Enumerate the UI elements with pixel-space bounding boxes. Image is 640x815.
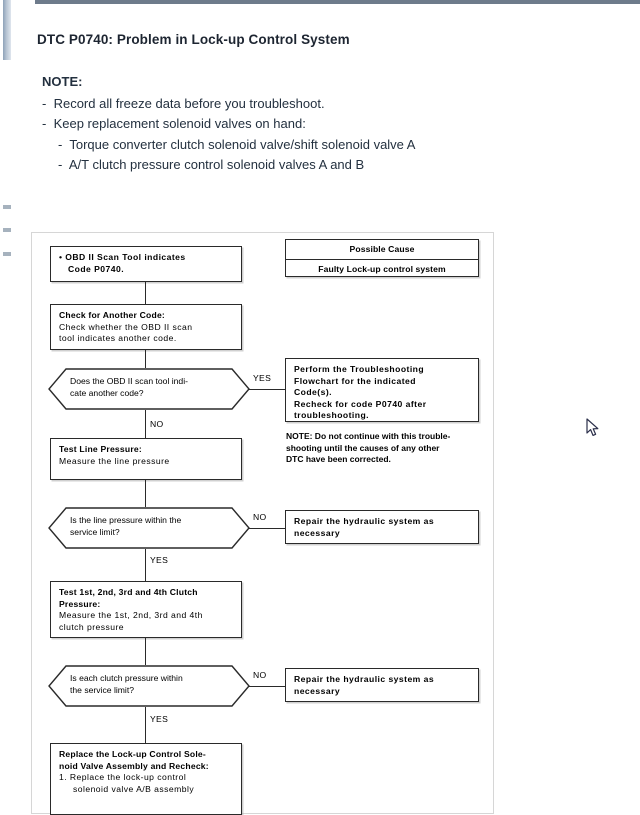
flow-start-box: • OBD II Scan Tool indicates Code P0740. [50,246,242,282]
clutch-line1: Measure the 1st, 2nd, 3rd and 4th [59,610,203,621]
connector-decision3-yes [145,707,147,747]
connector-decision2-no [249,528,285,530]
mouse-cursor-arrow-icon [586,418,599,436]
possible-cause-header: Possible Cause [286,240,478,260]
note-section: NOTE: - Record all freeze data before yo… [42,72,602,175]
hexagon-shape [48,507,250,549]
flowchart-canvas: • OBD II Scan Tool indicates Code P0740.… [32,233,493,815]
flow-action-repair-hydraulic-1: Repair the hydraulic system as necessary [285,510,479,544]
line-pressure-title: Test Line Pressure: [59,444,142,454]
connector-start-to-check [145,282,147,304]
connector-linepress-to-decision2 [145,480,147,507]
document-header: DTC P0740: Problem in Lock-up Control Sy… [37,32,597,47]
replace-line2: solenoid valve A/B assembly [73,783,195,794]
vertical-scrollbar[interactable] [0,0,13,814]
flow-step-test-line-pressure: Test Line Pressure: Measure the line pre… [50,438,242,480]
hexagon-shape [48,368,250,410]
note-item: - Torque converter clutch solenoid valve… [58,135,602,155]
tsflow-line4: Recheck for code P0740 after [294,398,427,409]
tsflow-line2: Flowchart for the indicated [294,375,416,386]
flow-start-line2: Code P0740. [68,263,125,274]
flow-decision-another-code: Does the OBD II scan tool indi- cate ano… [48,368,250,410]
flow-decision-line-pressure: Is the line pressure within the service … [48,507,250,549]
connector-decision2-yes [145,549,147,586]
flow-step-test-clutch-pressure: Test 1st, 2nd, 3rd and 4th Clutch Pressu… [50,581,242,638]
edge-label-yes-2: YES [150,555,169,565]
flow-step-replace-solenoid: Replace the Lock-up Control Sole- noid V… [50,743,242,815]
scrollbar-tick-2 [3,228,11,232]
connector-decision1-yes [249,389,285,391]
flowchart-figure: • OBD II Scan Tool indicates Code P0740.… [31,232,494,815]
decision1-line2: cate another code? [70,387,144,398]
repair2-line2: necessary [294,685,341,696]
decision3-line1: Is each clutch pressure within [70,673,183,683]
scrollbar-thumb[interactable] [3,62,11,814]
possible-cause-table: Possible Cause Faulty Lock-up control sy… [285,239,479,277]
connector-decision1-no [145,410,147,446]
bullet-icon: • [59,252,63,262]
note-dtc-line2: shooting until the causes of any other [286,442,440,453]
decision2-line2: service limit? [70,526,120,537]
decision3-text: Is each clutch pressure within the servi… [70,673,226,696]
tsflow-line3: Code(s). [294,387,332,398]
note-item: - A/T clutch pressure control solenoid v… [58,155,602,175]
edge-label-no-2: NO [253,512,267,522]
note-bullet: - [58,156,63,172]
connector-decision3-no [249,686,285,688]
repair1-line1: Repair the hydraulic system as [294,516,435,526]
note-bullet: - [42,96,47,112]
repair2-line1: Repair the hydraulic system as [294,674,435,684]
edge-label-yes-3: YES [150,714,169,724]
top-divider-bar [35,0,640,4]
repair1-line2: necessary [294,527,341,538]
flow-action-repair-hydraulic-2: Repair the hydraulic system as necessary [285,668,479,702]
flow-decision-clutch-pressure: Is each clutch pressure within the servi… [48,665,250,707]
edge-label-no-3: NO [253,670,267,680]
note-text: Keep replacement solenoid valves on hand… [53,116,306,132]
flow-start-line1: OBD II Scan Tool indicates [65,252,186,262]
line-pressure-line1: Measure the line pressure [59,455,170,466]
edge-label-yes-1: YES [253,373,272,383]
note-item: - Record all freeze data before you trou… [42,94,602,114]
note-label: NOTE: [42,74,83,89]
scrollbar-thumb-upper[interactable] [3,0,11,60]
check-code-line2: tool indicates another code. [59,333,177,344]
note-text: Record all freeze data before you troubl… [53,96,325,112]
tsflow-line5: troubleshooting. [294,410,369,421]
note-item: - Keep replacement solenoid valves on ha… [42,114,602,134]
note-bullet: - [42,116,47,132]
decision2-text: Is the line pressure within the service … [70,515,226,538]
clutch-title-line1: Test 1st, 2nd, 3rd and 4th Clutch [59,587,198,597]
edge-label-no-1: NO [150,419,164,429]
scrollbar-tick-1 [3,205,11,209]
check-code-title: Check for Another Code: [59,310,165,320]
decision1-text: Does the OBD II scan tool indi- cate ano… [70,376,226,399]
decision3-line2: the service limit? [70,684,134,695]
flow-note-other-dtc: NOTE: Do not continue with this trouble-… [286,431,486,466]
connector-clutch-to-decision3 [145,638,147,665]
flow-step-check-code: Check for Another Code: Check whether th… [50,304,242,350]
note-text: Torque converter clutch solenoid valve/s… [69,136,416,152]
flow-action-perform-tsflow: Perform the Troubleshooting Flowchart fo… [285,358,479,422]
replace-title-line2: noid Valve Assembly and Recheck: [59,760,209,771]
check-code-line1: Check whether the OBD II scan [59,321,193,332]
note-text: A/T clutch pressure control solenoid val… [68,156,365,172]
clutch-title-line2: Pressure: [59,598,101,609]
note-bullet: - [58,136,63,152]
scrollbar-track[interactable] [3,0,11,814]
connector-check-to-decision1 [145,350,147,368]
hexagon-shape [48,665,250,707]
note-dtc-line1: NOTE: Do not continue with this trouble- [286,431,451,441]
possible-cause-row: Faulty Lock-up control system [318,263,446,274]
clutch-line2: clutch pressure [59,621,125,632]
decision1-line1: Does the OBD II scan tool indi- [70,376,188,386]
page-title: DTC P0740: Problem in Lock-up Control Sy… [37,32,350,47]
scrollbar-tick-3 [3,252,11,256]
replace-line1: 1. Replace the lock-up control [59,772,187,783]
tsflow-line1: Perform the Troubleshooting [294,364,425,374]
decision2-line1: Is the line pressure within the [70,515,182,525]
replace-title-line1: Replace the Lock-up Control Sole- [59,749,206,759]
note-dtc-line3: DTC have been corrected. [286,454,391,465]
